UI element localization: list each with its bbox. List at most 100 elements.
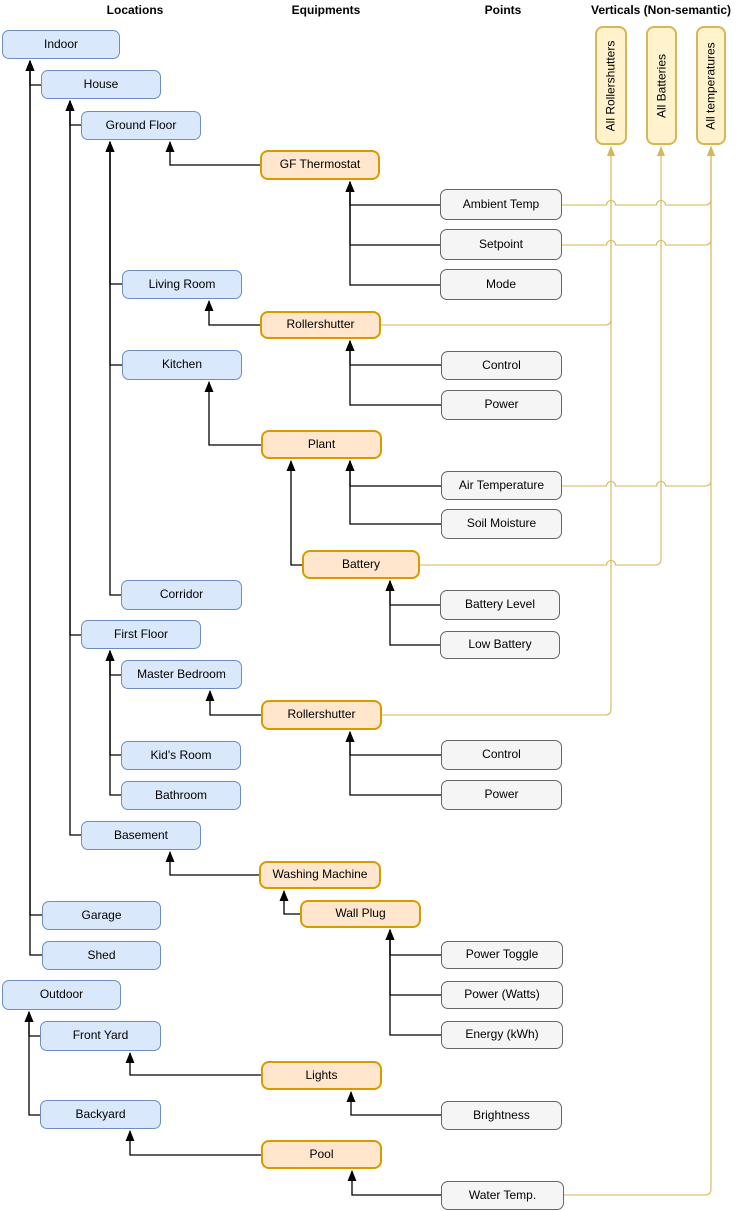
vertical-node-all-temperatures: All temperatures — [696, 26, 726, 145]
edge-power-watts-to-wall-plug — [385, 929, 441, 996]
point-node-battery-level: Battery Level — [440, 590, 560, 620]
edge-washing-machine-to-basement — [165, 851, 259, 876]
location-label-outdoor: Outdoor — [39, 987, 84, 1002]
edge-air-temperature-to-all-temperatures — [562, 146, 715, 487]
edge-rollershutter-lr-to-living-room — [204, 300, 260, 326]
column-header-verticals: Verticals (Non-semantic) — [590, 3, 732, 17]
point-label-control-mb: Control — [482, 747, 521, 762]
location-node-indoor: Indoor — [2, 30, 120, 59]
vertical-label-all-batteries: All Batteries — [653, 53, 668, 118]
location-node-corridor: Corridor — [121, 580, 242, 610]
vertical-node-all-batteries: All Batteries — [646, 26, 677, 145]
location-node-first-floor: First Floor — [81, 620, 201, 649]
location-node-backyard: Backyard — [40, 1100, 161, 1129]
point-label-low-battery: Low Battery — [468, 637, 532, 652]
location-node-shed: Shed — [42, 941, 161, 970]
point-label-mode: Mode — [485, 276, 517, 291]
location-node-house: House — [41, 70, 161, 99]
point-node-brightness: Brightness — [441, 1101, 562, 1130]
point-label-brightness: Brightness — [473, 1107, 530, 1122]
location-label-house: House — [83, 76, 119, 91]
location-node-front-yard: Front Yard — [40, 1021, 161, 1051]
point-node-power-toggle: Power Toggle — [441, 941, 563, 969]
location-label-living-room: Living Room — [148, 276, 216, 291]
equipment-label-battery: Battery — [341, 556, 380, 571]
edge-power-lr-to-rollershutter-lr — [345, 340, 441, 406]
location-label-first-floor: First Floor — [114, 626, 168, 641]
edge-lights-to-front-yard — [125, 1052, 261, 1076]
equipment-node-wall-plug: Wall Plug — [300, 900, 421, 928]
point-node-power-watts: Power (Watts) — [441, 981, 563, 1009]
edge-rollershutter-mb-to-master-bedroom — [205, 690, 261, 716]
edge-control-lr-to-rollershutter-lr — [345, 340, 441, 366]
point-label-soil-moisture: Soil Moisture — [466, 516, 537, 531]
edge-battery-to-all-batteries — [420, 146, 665, 566]
edge-pool-to-backyard — [125, 1130, 261, 1156]
edge-setpoint-to-gf-thermostat — [345, 181, 440, 246]
edge-battery-to-plant — [286, 460, 302, 566]
edge-mode-to-gf-thermostat — [345, 181, 440, 286]
equipment-label-rollershutter-mb: Rollershutter — [287, 707, 356, 722]
equipment-node-rollershutter-lr: Rollershutter — [260, 311, 381, 339]
edge-water-temp-to-all-temperatures — [564, 146, 715, 1196]
point-label-power-watts: Power (Watts) — [464, 987, 540, 1002]
equipment-label-lights: Lights — [305, 1067, 338, 1082]
equipment-label-gf-thermostat: GF Thermostat — [279, 157, 361, 172]
edge-air-temperature-to-plant — [345, 460, 441, 487]
equipment-label-wall-plug: Wall Plug — [335, 906, 386, 921]
equipment-label-rollershutter-lr: Rollershutter — [286, 317, 355, 332]
edge-setpoint-to-all-temperatures — [562, 146, 715, 246]
location-label-ground-floor: Ground Floor — [105, 117, 177, 132]
equipment-node-washing-machine: Washing Machine — [259, 861, 381, 889]
point-node-soil-moisture: Soil Moisture — [441, 509, 562, 539]
location-node-living-room: Living Room — [122, 270, 242, 299]
edge-low-battery-to-battery — [385, 580, 440, 646]
location-label-backyard: Backyard — [75, 1106, 126, 1121]
location-label-corridor: Corridor — [159, 587, 204, 602]
edge-battery-level-to-battery — [385, 580, 440, 606]
edge-energy-kwh-to-wall-plug — [385, 929, 441, 1036]
column-header-equipments: Equipments — [291, 3, 361, 17]
equipment-label-washing-machine: Washing Machine — [272, 867, 368, 882]
column-header-locations: Locations — [106, 3, 164, 17]
location-label-front-yard: Front Yard — [72, 1028, 129, 1043]
location-node-master-bedroom: Master Bedroom — [121, 660, 242, 689]
location-label-master-bedroom: Master Bedroom — [137, 666, 226, 681]
edge-corridor-to-ground-floor — [105, 141, 121, 596]
edge-first-floor-to-house — [65, 100, 81, 636]
point-node-water-temp: Water Temp. — [441, 1181, 564, 1210]
point-label-setpoint: Setpoint — [478, 236, 524, 251]
edge-front-yard-to-outdoor — [24, 1011, 40, 1037]
location-label-basement: Basement — [113, 827, 169, 842]
equipment-node-gf-thermostat: GF Thermostat — [260, 150, 380, 180]
point-label-control-lr: Control — [482, 357, 521, 372]
edge-house-to-indoor — [25, 60, 41, 86]
point-label-battery-level: Battery Level — [464, 597, 536, 612]
edge-soil-moisture-to-plant — [345, 460, 441, 525]
edge-basement-to-house — [65, 100, 81, 836]
location-label-bathroom: Bathroom — [154, 787, 208, 802]
point-node-ambient-temp: Ambient Temp — [440, 189, 562, 220]
point-node-power-mb: Power — [441, 780, 562, 810]
equipment-node-lights: Lights — [261, 1061, 382, 1090]
edge-rollershutter-mb-to-all-rollershutters — [382, 146, 615, 716]
point-label-water-temp: Water Temp. — [468, 1187, 537, 1202]
edge-plant-to-kitchen — [204, 381, 261, 446]
edge-shed-to-indoor — [25, 60, 42, 956]
edge-water-temp-to-pool — [347, 1170, 441, 1196]
point-node-mode: Mode — [440, 269, 562, 300]
point-node-control-mb: Control — [441, 740, 562, 770]
point-node-low-battery: Low Battery — [440, 631, 560, 659]
point-label-air-temperature: Air Temperature — [458, 477, 545, 492]
location-node-basement: Basement — [81, 821, 201, 850]
location-node-kitchen: Kitchen — [122, 350, 242, 380]
location-node-outdoor: Outdoor — [2, 980, 121, 1010]
edge-power-mb-to-rollershutter-mb — [345, 731, 441, 796]
edge-ground-floor-to-house — [65, 100, 81, 126]
vertical-label-all-temperatures: All temperatures — [703, 41, 718, 130]
vertical-node-all-rollershutters: All Rollershutters — [595, 26, 627, 145]
column-header-points: Points — [484, 3, 522, 17]
equipment-node-rollershutter-mb: Rollershutter — [261, 700, 382, 730]
edge-master-bedroom-to-first-floor — [105, 650, 121, 676]
point-label-power-mb: Power — [484, 787, 519, 802]
